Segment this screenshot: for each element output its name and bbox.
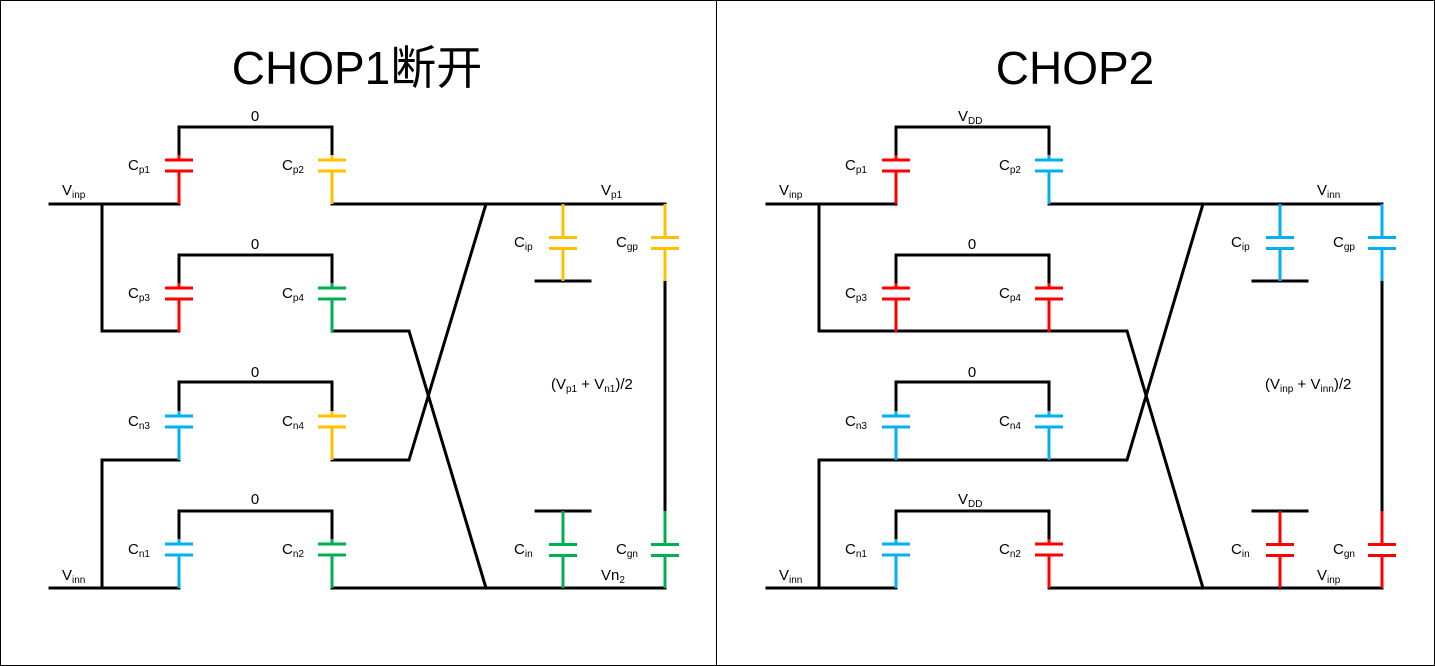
right-title: CHOP2	[996, 42, 1154, 94]
left-label-cin: Cin	[514, 541, 533, 560]
right-capacitor-cn2	[1035, 539, 1063, 588]
right-label-cn1: Cn1	[845, 541, 867, 560]
right-capacitor-cn1	[882, 539, 910, 588]
left-capacitor-cp3	[165, 283, 193, 332]
left-capacitor-cin	[549, 511, 577, 588]
right-top-value-3: 0	[968, 364, 976, 381]
right-label-cn2: Cn2	[999, 541, 1021, 560]
left-label-cn3: Cn3	[128, 413, 150, 432]
left-top-value-4: 0	[251, 491, 259, 508]
right-label-cp2: Cp2	[999, 157, 1021, 176]
left-capacitor-cn4	[318, 411, 346, 460]
left-label-cgn: Cgn	[616, 541, 638, 560]
right-label-cgn: Cgn	[1333, 541, 1355, 560]
right-label-cn3: Cn3	[845, 413, 867, 432]
right-capacitor-cgn	[1368, 511, 1396, 588]
right-top-value-1: VDD	[958, 108, 982, 127]
right-capacitor-cip	[1266, 204, 1294, 281]
left-capacitor-cip	[549, 204, 577, 281]
right-capacitor-cp1	[882, 155, 910, 204]
right-label-cin: Cin	[1231, 541, 1250, 560]
left-capacitor-cn2	[318, 539, 346, 588]
right-label-cgp: Cgp	[1333, 234, 1355, 253]
right-label-cip: Cip	[1231, 234, 1250, 253]
left-top-value-1: 0	[251, 108, 259, 125]
right-capacitor-cgp	[1368, 204, 1396, 281]
right-node-n-label: Vinp	[1317, 567, 1341, 586]
right-capacitor-cp3	[882, 283, 910, 332]
left-label-cip: Cip	[514, 234, 533, 253]
left-top-value-3: 0	[251, 364, 259, 381]
left-capacitor-cn3	[165, 411, 193, 460]
right-capacitor-cp4	[1035, 283, 1063, 332]
left-panel: CHOP1断开	[48, 42, 679, 590]
right-capacitor-cn4	[1035, 411, 1063, 460]
right-capacitor-cn3	[882, 411, 910, 460]
left-capacitor-cgp	[651, 204, 679, 281]
left-node-n-label: Vn2	[601, 567, 625, 586]
right-capacitor-cp2	[1035, 155, 1063, 204]
right-wires	[765, 125, 1384, 590]
left-panel-frame	[0, 0, 717, 666]
left-title: CHOP1断开	[232, 42, 482, 94]
left-input-bottom-label: Vinn	[62, 567, 85, 586]
left-node-p-label: Vp1	[601, 182, 623, 201]
left-capacitor-cn1	[165, 539, 193, 588]
left-label-cp4: Cp4	[282, 285, 304, 304]
right-label-cp3: Cp3	[845, 285, 867, 304]
right-input-bottom-label: Vinn	[779, 567, 802, 586]
right-top-value-4: VDD	[958, 491, 982, 510]
right-top-value-2: 0	[968, 236, 976, 253]
right-input-top-label: Vinp	[779, 182, 803, 201]
left-top-value-2: 0	[251, 236, 259, 253]
right-mid-expression: (Vinp + Vinn)/2	[1265, 376, 1351, 395]
right-node-p-label: Vinn	[1317, 182, 1340, 201]
left-mid-expression: (Vp1 + Vn1)/2	[551, 376, 633, 395]
right-label-cp1: Cp1	[845, 157, 867, 176]
right-panel-frame	[716, 0, 1435, 666]
left-wires	[48, 125, 667, 590]
left-capacitor-cp1	[165, 155, 193, 204]
right-capacitor-cin	[1266, 511, 1294, 588]
left-input-top-label: Vinp	[62, 182, 86, 201]
left-capacitor-cp2	[318, 155, 346, 204]
right-label-cp4: Cp4	[999, 285, 1021, 304]
left-capacitor-cp4	[318, 283, 346, 332]
left-label-cgp: Cgp	[616, 234, 638, 253]
right-panel: CHOP2 VDD	[765, 42, 1396, 590]
right-label-cn4: Cn4	[999, 413, 1021, 432]
left-label-cn1: Cn1	[128, 541, 150, 560]
left-label-cn2: Cn2	[282, 541, 304, 560]
left-label-cn4: Cn4	[282, 413, 304, 432]
left-capacitor-cgn	[651, 511, 679, 588]
left-label-cp2: Cp2	[282, 157, 304, 176]
left-label-cp1: Cp1	[128, 157, 150, 176]
left-label-cp3: Cp3	[128, 285, 150, 304]
